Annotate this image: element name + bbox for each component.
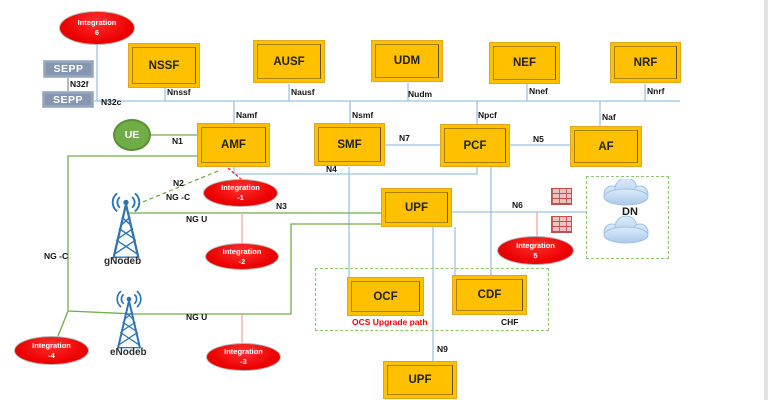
interface-label-n5: N5 <box>533 134 544 144</box>
nf-box-upf-1: UPF <box>381 188 452 227</box>
enodeb-tower-icon <box>116 290 142 349</box>
integration-word: Integration <box>222 246 262 256</box>
dn-boundary-box <box>586 176 669 259</box>
nf-box-amf: AMF <box>197 123 270 167</box>
window-edge <box>764 0 768 400</box>
nf-box-pcf: PCF <box>440 124 510 167</box>
nf-label: AUSF <box>273 55 305 68</box>
nf-box-af: AF <box>570 126 642 167</box>
nf-box-ausf: AUSF <box>253 40 325 83</box>
nf-box-smf: SMF <box>314 123 385 166</box>
interface-label-npcf: Npcf <box>478 110 497 120</box>
interface-label-nnssf: Nnssf <box>167 87 191 97</box>
integration-word: Integration <box>224 347 263 357</box>
interface-label-nausf: Nausf <box>291 87 315 97</box>
interface-label-n7: N7 <box>399 133 410 143</box>
ocs-upgrade-box <box>315 268 549 331</box>
integration-number: -1 <box>237 193 244 202</box>
interface-label-nnrf: Nnrf <box>647 86 665 96</box>
integration-word: Integration <box>77 18 117 28</box>
interface-label-n32f: N32f <box>70 79 89 89</box>
sepp-label: SEPP <box>52 93 83 106</box>
interface-label-ng-u-enodeb: NG U <box>186 312 208 322</box>
integration-number: 6 <box>94 28 100 37</box>
integration-word: Integration <box>32 340 71 350</box>
interface-label-namf: Namf <box>236 110 258 120</box>
sepp-box-top: SEPP <box>43 60 94 78</box>
interface-label-n3: N3 <box>276 201 287 211</box>
nf-label: PCF <box>463 139 487 152</box>
integration-ellipse-2: Integration -2 <box>205 243 279 270</box>
nf-box-nssf: NSSF <box>128 43 200 88</box>
nf-box-nef: NEF <box>489 42 560 84</box>
interface-label-n32c: N32c <box>101 97 122 107</box>
interface-label-nnef: Nnef <box>529 86 548 96</box>
integration-number: 5 <box>533 250 538 260</box>
nf-label: UDM <box>393 55 421 67</box>
dn-label: DN <box>622 206 638 218</box>
nf-label: SMF <box>337 138 362 151</box>
nf-label: NSSF <box>148 59 180 72</box>
nf-box-ocf: OCF <box>347 277 424 316</box>
nf-label: AMF <box>221 139 246 151</box>
nf-label: OCF <box>373 290 398 303</box>
interface-label-n2: N2 <box>173 178 184 188</box>
integration-ellipse-1: Integration -1 <box>203 179 278 207</box>
nf-label: NRF <box>633 56 658 69</box>
interface-label-ng-c-enodeb: NG -C <box>44 251 69 261</box>
nf-label: UPF <box>408 374 432 386</box>
nf-label: AF <box>598 140 614 153</box>
nf-label: UPF <box>405 201 428 214</box>
integration-ellipse-4: Integration -4 <box>14 336 89 365</box>
sepp-box-bottom: SEPP <box>42 91 94 108</box>
nf-box-udm: UDM <box>371 40 443 82</box>
integration-number: -2 <box>238 256 246 266</box>
interface-label-nsmf: Nsmf <box>352 110 374 120</box>
gnodeb-tower-icon <box>111 192 141 259</box>
interface-label-n6: N6 <box>512 200 523 210</box>
integration-ellipse-3: Integration -3 <box>206 343 281 371</box>
interface-label-nudm: Nudm <box>408 89 433 99</box>
ue-label: UE <box>124 129 140 141</box>
ocs-upgrade-caption: OCS Upgrade path <box>352 317 428 327</box>
nf-label: NEF <box>513 57 536 69</box>
integration-number: -3 <box>240 357 247 366</box>
ue-node: UE <box>113 119 151 151</box>
enodeb-label: eNodeb <box>110 347 147 358</box>
integration-word: Integration <box>516 240 555 250</box>
firewall-icon <box>551 216 572 233</box>
nf-box-nrf: NRF <box>610 42 681 83</box>
gnodeb-label: gNodeb <box>104 256 142 267</box>
sepp-label: SEPP <box>53 63 84 75</box>
interface-label-n4: N4 <box>326 164 337 174</box>
integration-number: -4 <box>48 350 55 360</box>
chf-label: CHF <box>501 317 519 327</box>
interface-label-naf: Naf <box>602 112 616 122</box>
interface-label-ng-c-gnodeb: NG -C <box>166 192 191 202</box>
nf-box-upf-2: UPF <box>383 361 457 399</box>
integration-ellipse-6: Integration 6 <box>59 11 135 45</box>
interface-label-n1: N1 <box>172 136 183 146</box>
integration-word: Integration <box>221 183 260 193</box>
integration-ellipse-5: Integration 5 <box>497 236 574 265</box>
firewall-icon <box>551 188 572 205</box>
cloud-icon <box>603 179 649 244</box>
nf-label: CDF <box>477 289 502 301</box>
nf-box-cdf: CDF <box>452 275 527 315</box>
interface-label-n9: N9 <box>437 344 448 354</box>
interface-label-ng-u-gnodeb: NG U <box>186 214 208 224</box>
